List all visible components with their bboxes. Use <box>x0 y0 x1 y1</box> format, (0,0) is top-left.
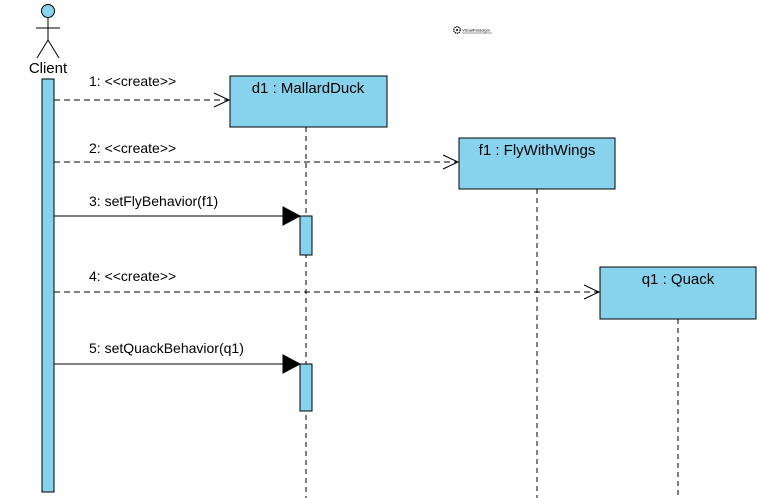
actor-label: Client <box>29 60 68 77</box>
message-5-label: 5: setQuackBehavior(q1) <box>89 340 244 356</box>
lifeline-q1[interactable]: q1 : Quack <box>599 266 757 498</box>
message-4-create[interactable]: 4: <<create>> <box>54 268 601 300</box>
message-5-setquackbehavior[interactable]: 5: setQuackBehavior(q1) <box>54 340 302 374</box>
client-actor[interactable]: Client <box>29 4 68 78</box>
lifeline-f1-label: f1 : FlyWithWings <box>479 142 596 159</box>
message-4-label: 4: <<create>> <box>89 268 176 284</box>
watermark-text: VisualParadigm <box>462 28 491 33</box>
activation-bar-d1-setquack <box>299 363 313 412</box>
lifeline-f1[interactable]: f1 : FlyWithWings <box>458 137 616 498</box>
open-arrowhead-icon <box>213 92 231 108</box>
message-2-label: 2: <<create>> <box>89 140 176 156</box>
lifeline-d1-label: d1 : MallardDuck <box>252 80 365 97</box>
lifeline-d1[interactable]: d1 : MallardDuck <box>229 75 388 498</box>
open-arrowhead-icon <box>583 284 601 300</box>
watermark-logo: VisualParadigm <box>453 26 492 34</box>
client-activation-bar <box>41 78 55 493</box>
activation-bar-d1-setfly <box>299 215 313 256</box>
lifeline-d1-box <box>229 75 388 128</box>
message-3-setflybehavior[interactable]: 3: setFlyBehavior(f1) <box>54 193 302 226</box>
lifeline-q1-label: q1 : Quack <box>642 271 715 288</box>
message-3-label: 3: setFlyBehavior(f1) <box>89 193 218 209</box>
lifeline-q1-box <box>599 266 757 320</box>
message-1-label: 1: <<create>> <box>89 73 176 89</box>
open-arrowhead-icon <box>442 154 460 170</box>
actor-stick-figure-icon <box>36 4 60 59</box>
filled-arrowhead-icon <box>282 206 302 226</box>
lifeline-f1-box <box>458 137 616 190</box>
message-1-create[interactable]: 1: <<create>> <box>54 73 231 108</box>
filled-arrowhead-icon <box>282 354 302 374</box>
message-2-create[interactable]: 2: <<create>> <box>54 140 460 170</box>
